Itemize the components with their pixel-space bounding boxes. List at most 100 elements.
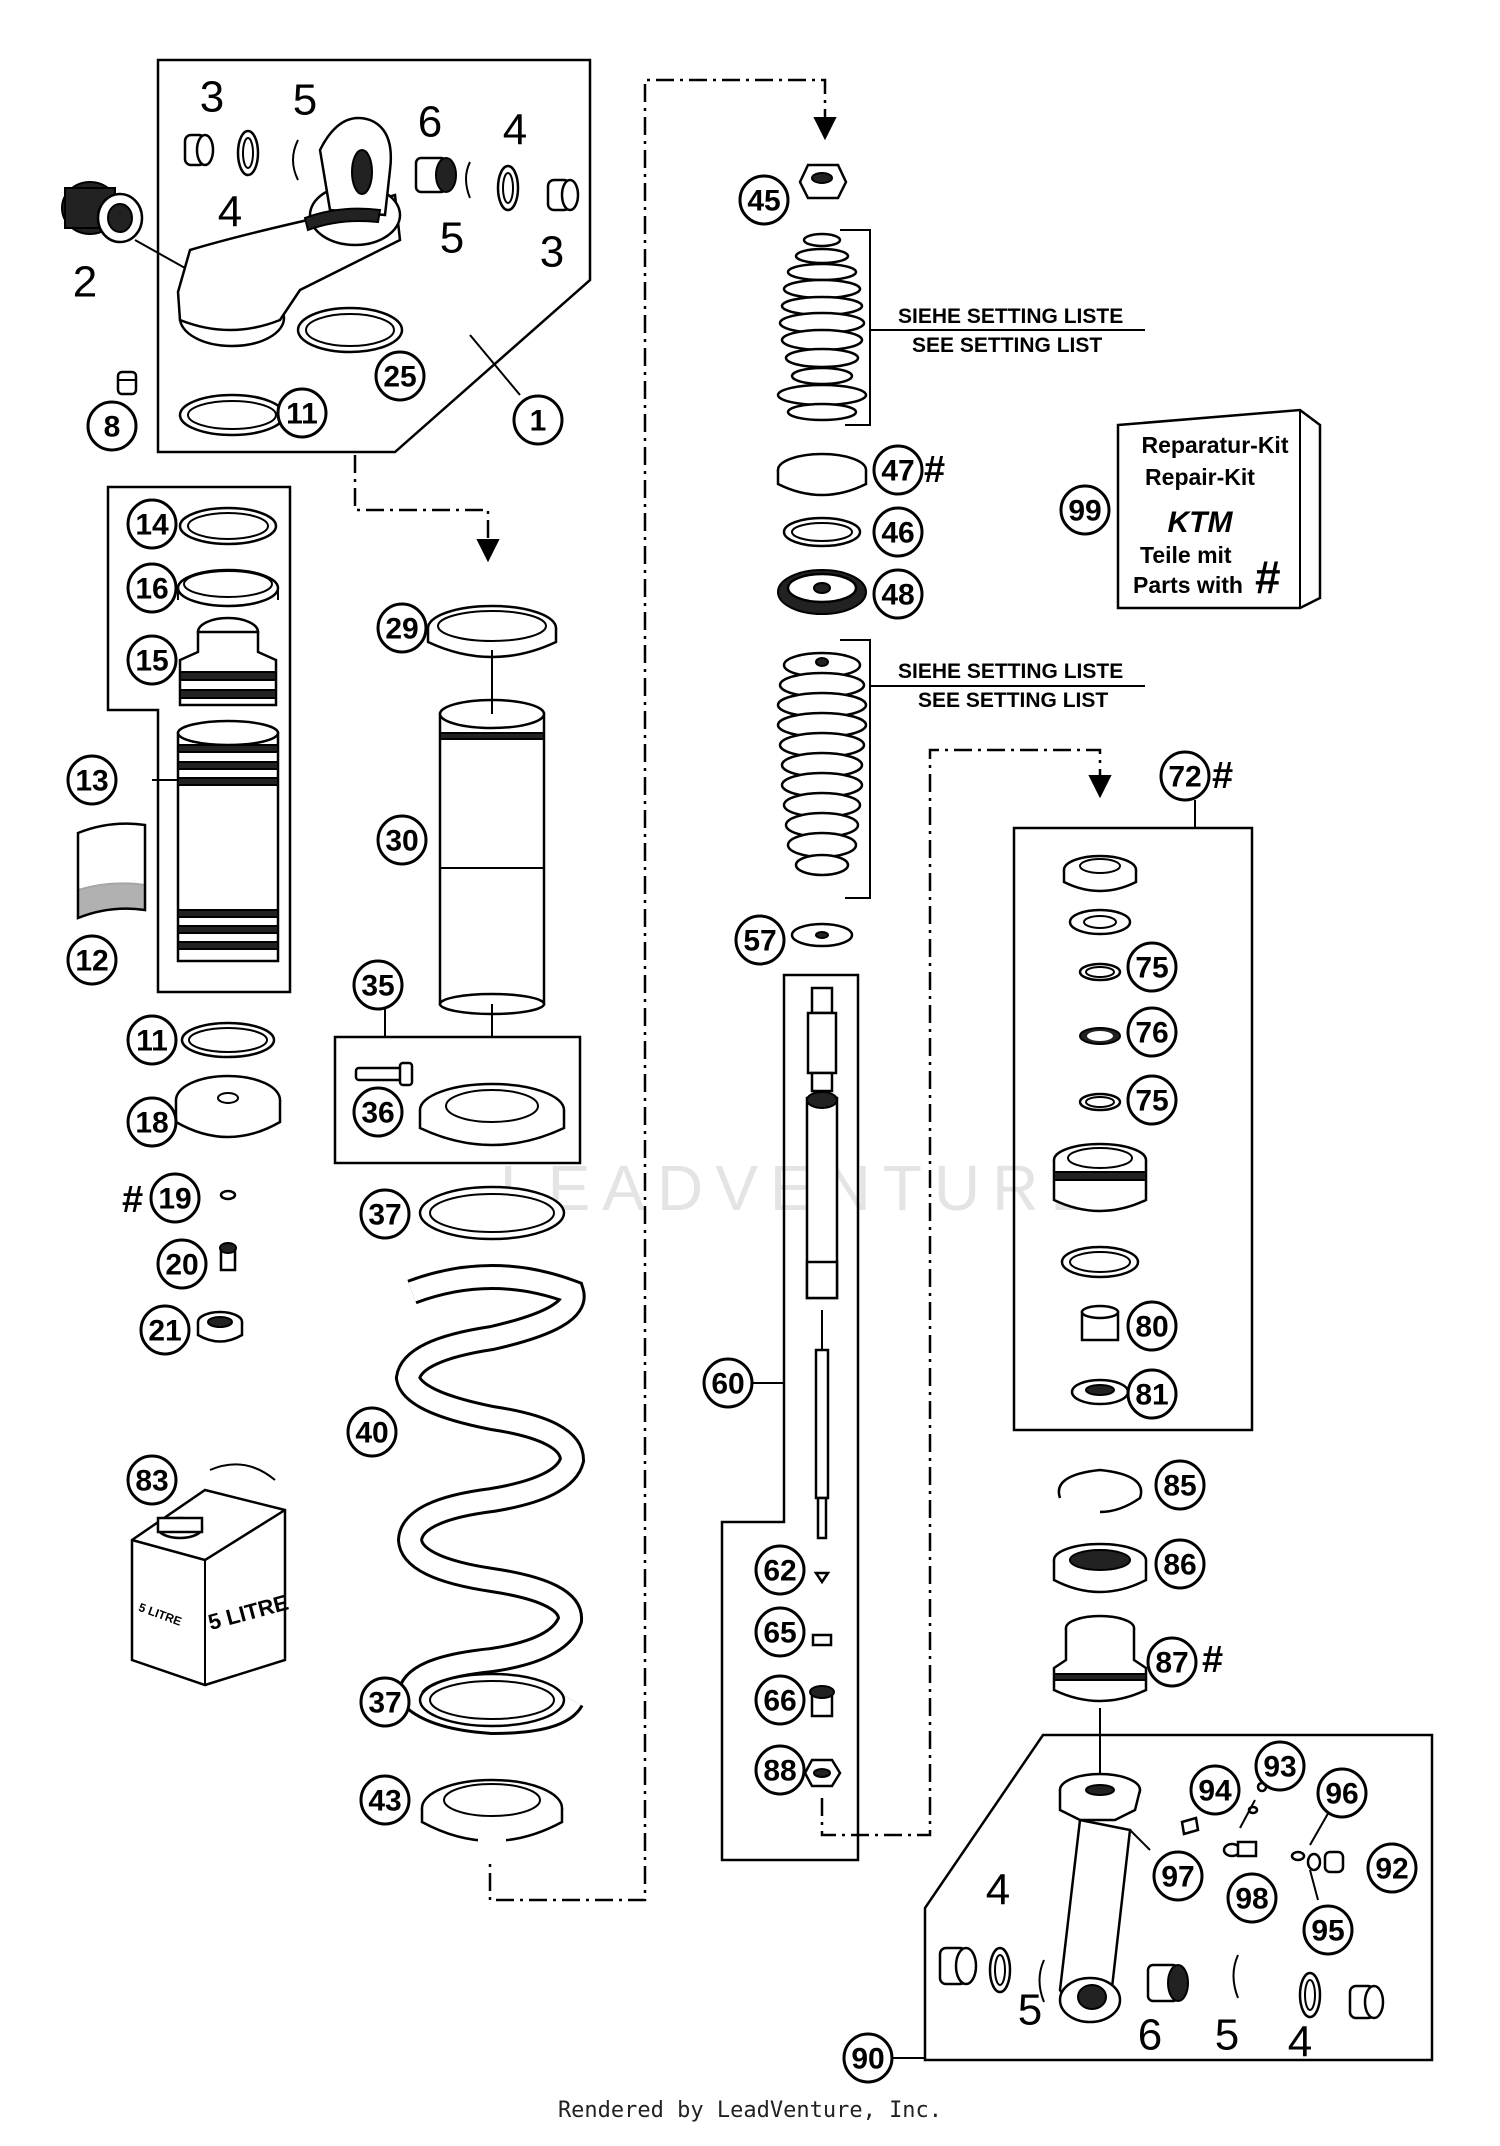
callout-number: 25 — [383, 361, 416, 394]
callout-number: 98 — [1235, 1883, 1268, 1916]
callout-number: 48 — [881, 579, 914, 612]
watermark-text: LEADVENTURE — [500, 1152, 1105, 1224]
bushing-90a — [938, 1946, 978, 1986]
callout-number: 43 — [368, 1785, 401, 1818]
washer-47 — [776, 452, 868, 497]
label-5c: 5 — [1018, 1986, 1042, 2035]
nut-29 — [426, 604, 558, 659]
callout-11b: 11 — [126, 1014, 178, 1066]
ring-4b — [496, 164, 520, 212]
seat-37b — [418, 1672, 566, 1728]
callout-number: 36 — [361, 1097, 394, 1130]
ring-4d — [1298, 1971, 1322, 2019]
bushing-80 — [1080, 1304, 1120, 1342]
callout-circle — [346, 1406, 398, 1458]
callout-circle — [359, 1774, 411, 1826]
clip-5d — [1232, 1954, 1239, 1999]
o-ring-75a — [1078, 962, 1122, 982]
callout-circle — [1126, 1074, 1178, 1126]
callout-25: 25 — [374, 350, 426, 402]
callout-76: 76 — [1126, 1006, 1178, 1058]
label-6b: 6 — [1138, 2011, 1162, 2060]
callout-80: 80 — [1126, 1300, 1178, 1352]
adjuster-2 — [61, 181, 186, 269]
callout-21: 21 — [139, 1304, 191, 1356]
callout-number: 11 — [136, 1025, 168, 1058]
nut-45 — [798, 163, 848, 200]
callout-circle — [1126, 1368, 1178, 1420]
callout-circle — [126, 1096, 178, 1148]
callout-number: 13 — [75, 765, 108, 798]
callout-circle — [376, 814, 428, 866]
callout-number: 90 — [851, 2043, 884, 2076]
callout-circle — [126, 634, 178, 686]
oil-can-83: 5 LITRE 5 LITRE — [130, 1463, 291, 1687]
callout-81: 81 — [1126, 1368, 1178, 1420]
callout-circle — [754, 1744, 806, 1796]
o-ring-76 — [1079, 1027, 1121, 1045]
callout-circle — [352, 959, 404, 1011]
washer-57 — [790, 922, 854, 948]
callout-75b: 75 — [1126, 1074, 1178, 1126]
callout-circle — [734, 914, 786, 966]
label-4b: 4 — [218, 188, 242, 237]
callout-number: 12 — [75, 945, 108, 978]
callout-circle — [1302, 1904, 1354, 1956]
callout-number: 72 — [1168, 761, 1201, 794]
label-5b: 5 — [440, 214, 464, 263]
callout-circle — [126, 1014, 178, 1066]
callout-65: 65 — [754, 1606, 806, 1658]
callout-number: 15 — [135, 645, 168, 678]
label-4c: 4 — [986, 1866, 1010, 1915]
callout-number: 40 — [355, 1417, 388, 1450]
cap-21 — [196, 1310, 244, 1343]
circlip-85 — [1057, 1468, 1143, 1514]
callout-circle — [512, 394, 564, 446]
setting-note-1-line1: SIEHE SETTING LISTE — [898, 305, 1123, 328]
kit-line-2: Repair-Kit — [1145, 464, 1255, 490]
label-5a: 5 — [293, 76, 317, 125]
seal-head-72 — [1062, 854, 1138, 893]
callout-circle — [66, 754, 118, 806]
clip-5c — [1038, 1959, 1045, 2003]
callout-15: 15 — [126, 634, 178, 686]
leader-lines — [152, 334, 925, 2059]
callout-number: 88 — [763, 1755, 796, 1788]
callout-number: 14 — [135, 509, 169, 542]
bearing-6b — [1146, 1963, 1189, 2003]
bushing-72c — [1052, 1142, 1148, 1213]
callout-circle — [702, 1357, 754, 1409]
callout-number: 45 — [747, 185, 780, 218]
callout-35: 35 — [352, 959, 404, 1011]
callout-87: 87 — [1146, 1636, 1198, 1688]
callout-circle — [126, 562, 178, 614]
callout-circle — [1154, 1538, 1206, 1590]
upper-mount-part — [176, 116, 402, 348]
callout-number: 95 — [1311, 1915, 1344, 1948]
callout-circle — [738, 174, 790, 226]
callout-circle — [1059, 484, 1111, 536]
callout-number: 62 — [763, 1555, 796, 1588]
label-2: 2 — [73, 258, 97, 307]
callout-95: 95 — [1302, 1904, 1354, 1956]
bearing-6a — [414, 156, 457, 194]
piston-48 — [777, 569, 867, 615]
callout-57: 57 — [734, 914, 786, 966]
callout-number: 93 — [1263, 1751, 1296, 1784]
callout-number: 8 — [104, 411, 121, 444]
group-box-72 — [1012, 826, 1254, 1432]
callout-37a: 37 — [359, 1188, 411, 1240]
tube-30 — [438, 698, 546, 1016]
callout-1: 1 — [512, 394, 564, 446]
screw-8 — [116, 370, 138, 396]
setting-note-2-line1: SIEHE SETTING LISTE — [898, 660, 1123, 683]
setting-bracket-2 — [840, 639, 871, 899]
flow-line-2 — [488, 78, 827, 1902]
flow-arrow-3 — [1088, 775, 1112, 799]
callout-48: 48 — [872, 568, 924, 620]
callout-number: 11 — [286, 398, 318, 431]
callout-circle — [1154, 1459, 1206, 1511]
callout-98: 98 — [1226, 1872, 1278, 1924]
callout-45: 45 — [738, 174, 790, 226]
cap-87 — [1052, 1614, 1148, 1703]
